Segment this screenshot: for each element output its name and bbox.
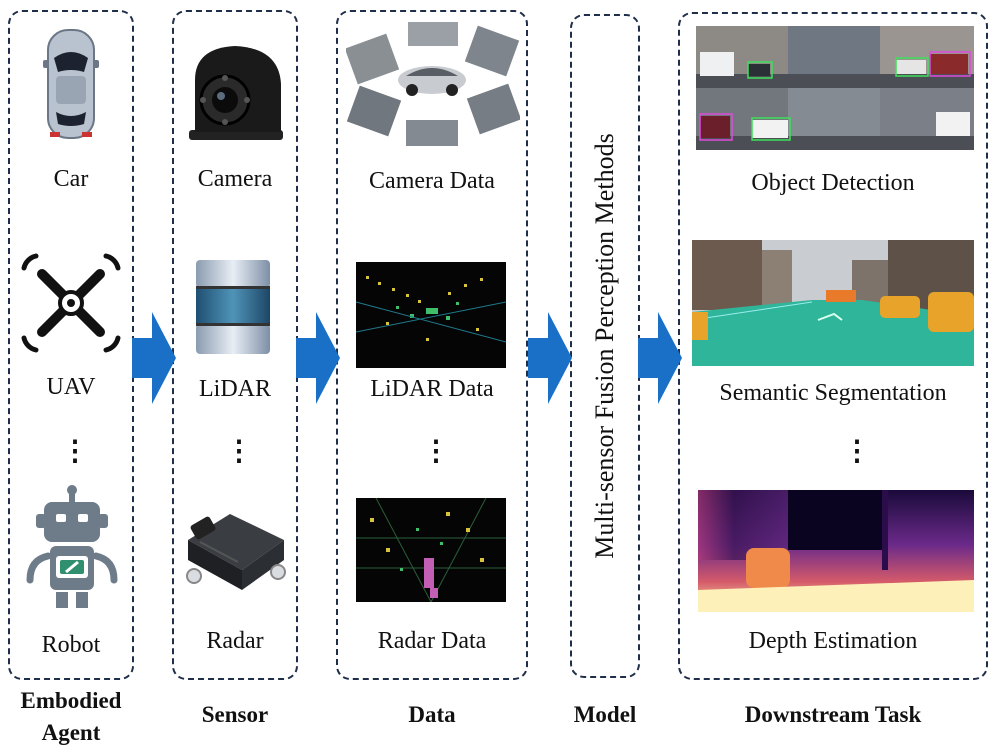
lidar-icon bbox=[192, 256, 274, 358]
camera-data-image bbox=[346, 20, 520, 150]
model-label: Multi-sensor Fusion Perception Methods bbox=[590, 133, 619, 559]
agent-footer-line2: Agent bbox=[41, 720, 101, 745]
task-footer: Downstream Task bbox=[744, 702, 922, 727]
arrow-model-to-task bbox=[638, 312, 682, 404]
object-detection-label: Object Detection bbox=[751, 170, 915, 196]
semantic-segmentation-image bbox=[692, 240, 974, 366]
model-label-box: Multi-sensor Fusion Perception Methods bbox=[570, 14, 640, 678]
agent-footer-line1: Embodied bbox=[20, 688, 122, 713]
camera-icon bbox=[183, 40, 289, 144]
task-ellipsis: ⋮ bbox=[843, 436, 871, 467]
agent-ellipsis: ⋮ bbox=[61, 436, 89, 467]
radar-data-image bbox=[356, 498, 506, 602]
object-detection-image bbox=[696, 26, 974, 150]
robot-icon bbox=[20, 484, 124, 614]
drone-icon bbox=[18, 250, 124, 356]
semantic-segmentation-label: Semantic Segmentation bbox=[719, 380, 947, 406]
sensor-lidar-label: LiDAR bbox=[199, 376, 271, 402]
agent-car-label: Car bbox=[53, 166, 89, 192]
arrow-agent-to-sensor bbox=[132, 312, 176, 404]
lidar-data-image bbox=[356, 262, 506, 368]
car-icon bbox=[40, 28, 102, 140]
camera-data-label: Camera Data bbox=[369, 168, 495, 194]
sensor-camera-label: Camera bbox=[197, 166, 273, 192]
depth-estimation-image bbox=[698, 490, 974, 612]
sensor-radar-label: Radar bbox=[206, 628, 264, 654]
data-footer: Data bbox=[408, 702, 456, 727]
agent-uav-label: UAV bbox=[46, 374, 96, 400]
data-column bbox=[336, 10, 528, 680]
depth-estimation-label: Depth Estimation bbox=[748, 628, 918, 654]
lidar-data-label: LiDAR Data bbox=[370, 376, 494, 402]
agent-robot-label: Robot bbox=[41, 632, 101, 658]
sensor-footer: Sensor bbox=[201, 702, 269, 727]
task-column bbox=[678, 12, 988, 680]
radar-icon bbox=[178, 500, 292, 600]
data-ellipsis: ⋮ bbox=[422, 436, 450, 467]
model-footer: Model bbox=[573, 702, 637, 727]
arrow-sensor-to-data bbox=[296, 312, 340, 404]
radar-data-label: Radar Data bbox=[377, 628, 487, 654]
sensor-ellipsis: ⋮ bbox=[225, 436, 253, 467]
arrow-data-to-model bbox=[528, 312, 572, 404]
